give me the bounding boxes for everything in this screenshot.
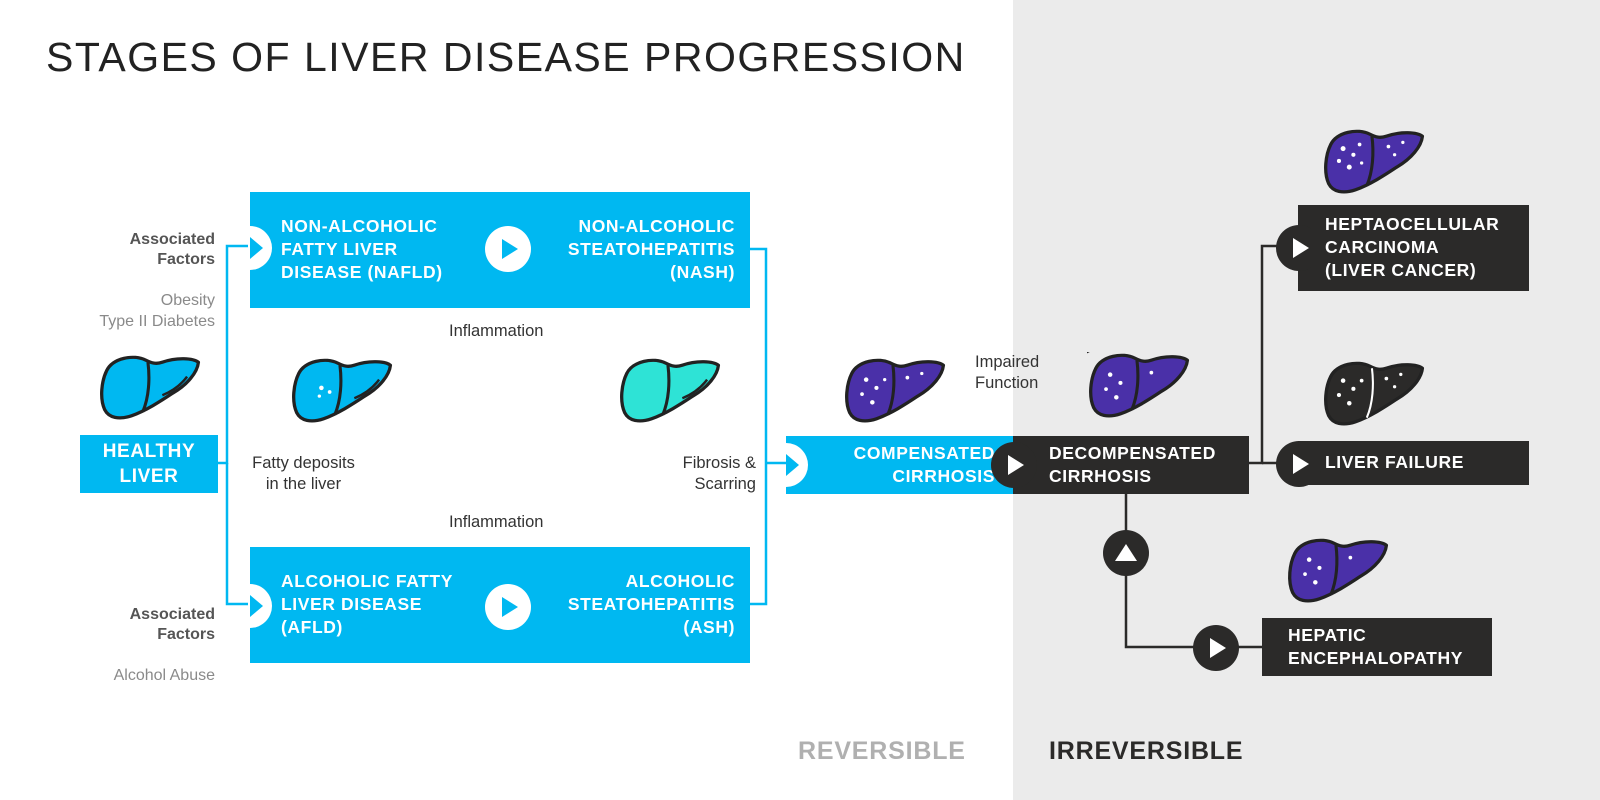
- compensated-cirrhosis-label: COMPENSATED CIRRHOSIS: [853, 443, 995, 486]
- nash-label: NON-ALCOHOLIC STEATOHEPATITIS (NASH): [567, 216, 735, 282]
- compensated-cirrhosis-box: COMPENSATED CIRRHOSIS: [786, 436, 1013, 494]
- associated-factors-heading: Associated Factors: [129, 605, 215, 644]
- carcinoma-label: HEPTAOCELLULAR CARCINOMA (LIVER CANCER): [1325, 214, 1500, 280]
- associated-factors-list: Alcohol Abuse: [113, 667, 215, 684]
- liver-cancer-icon: [1324, 129, 1425, 194]
- liver-cirrhotic-icon: [845, 358, 946, 423]
- liver-failure-label: LIVER FAILURE: [1325, 452, 1465, 472]
- to-liver-failure-arrow-icon: [1276, 441, 1322, 487]
- to-encephalopathy-arrow-icon: [1193, 625, 1239, 671]
- afld-entry-arrow-icon: [250, 584, 272, 628]
- impaired-function-label: Impaired Function: [975, 353, 1040, 392]
- associated-factors-heading: Associated Factors: [129, 230, 215, 269]
- fibrosis-label: Fibrosis & Scarring: [682, 454, 756, 493]
- liver-decompensated-icon: [1087, 352, 1190, 418]
- connector-healthy-nafld: [218, 244, 248, 465]
- carcinoma-box: HEPTAOCELLULAR CARCINOMA (LIVER CANCER): [1298, 205, 1529, 291]
- liver-fatty-icon: [292, 358, 393, 423]
- encephalopathy-feedback-arrow-icon: [1103, 530, 1149, 576]
- irreversible-zone-label: IRREVERSIBLE: [1049, 737, 1244, 765]
- nafld-to-nash-arrow-icon: [485, 226, 531, 272]
- connector-to-carcinoma: [1249, 244, 1283, 465]
- inflammation-label-bottom: Inflammation: [449, 513, 544, 531]
- page-title: STAGES OF LIVER DISEASE PROGRESSION: [46, 34, 966, 80]
- ash-label: ALCOHOLIC STEATOHEPATITIS (ASH): [567, 571, 735, 637]
- connector-to-encephalopathy: [1124, 493, 1262, 649]
- healthy-liver-box: HEALTHY LIVER: [80, 435, 218, 493]
- connector-nash-ash: [750, 247, 768, 606]
- associated-factors-list: Obesity Type II Diabetes: [99, 292, 215, 330]
- nafld-label: NON-ALCOHOLIC FATTY LIVER DISEASE (NAFLD…: [281, 216, 443, 282]
- compensated-entry-arrow-icon: [786, 443, 808, 487]
- fatty-deposits-label: Fatty deposits in the liver: [252, 454, 355, 493]
- nafld-entry-arrow-icon: [250, 226, 272, 270]
- liver-healthy-icon: [100, 355, 201, 420]
- encephalopathy-box: HEPATIC ENCEPHALOPATHY: [1262, 618, 1492, 676]
- associated-factors-bottom: Associated Factors Alcohol Abuse: [70, 584, 215, 707]
- associated-factors-top: Associated Factors Obesity Type II Diabe…: [70, 209, 215, 353]
- liver-failure-box: LIVER FAILURE: [1298, 441, 1529, 485]
- liver-failure-icon: [1324, 361, 1425, 426]
- afld-to-ash-arrow-icon: [485, 584, 531, 630]
- afld-label: ALCOHOLIC FATTY LIVER DISEASE (AFLD): [281, 571, 453, 637]
- inflammation-label-top: Inflammation: [449, 322, 544, 340]
- liver-encephalopathy-icon: [1288, 538, 1389, 603]
- compensated-to-decompensated-arrow-icon: [991, 442, 1037, 488]
- reversible-zone-label: REVERSIBLE: [798, 737, 966, 765]
- encephalopathy-label: HEPATIC ENCEPHALOPATHY: [1288, 625, 1463, 668]
- healthy-liver-label: HEALTHY LIVER: [102, 441, 196, 487]
- decompensated-cirrhosis-label: DECOMPENSATED CIRRHOSIS: [1049, 443, 1216, 486]
- connector-healthy-afld: [225, 463, 248, 606]
- liver-fibrotic-icon: [620, 358, 721, 423]
- to-carcinoma-arrow-icon: [1276, 225, 1322, 271]
- afld-ash-box: ALCOHOLIC FATTY LIVER DISEASE (AFLD) ALC…: [250, 547, 750, 663]
- decompensated-cirrhosis-box: DECOMPENSATED CIRRHOSIS: [1013, 436, 1249, 494]
